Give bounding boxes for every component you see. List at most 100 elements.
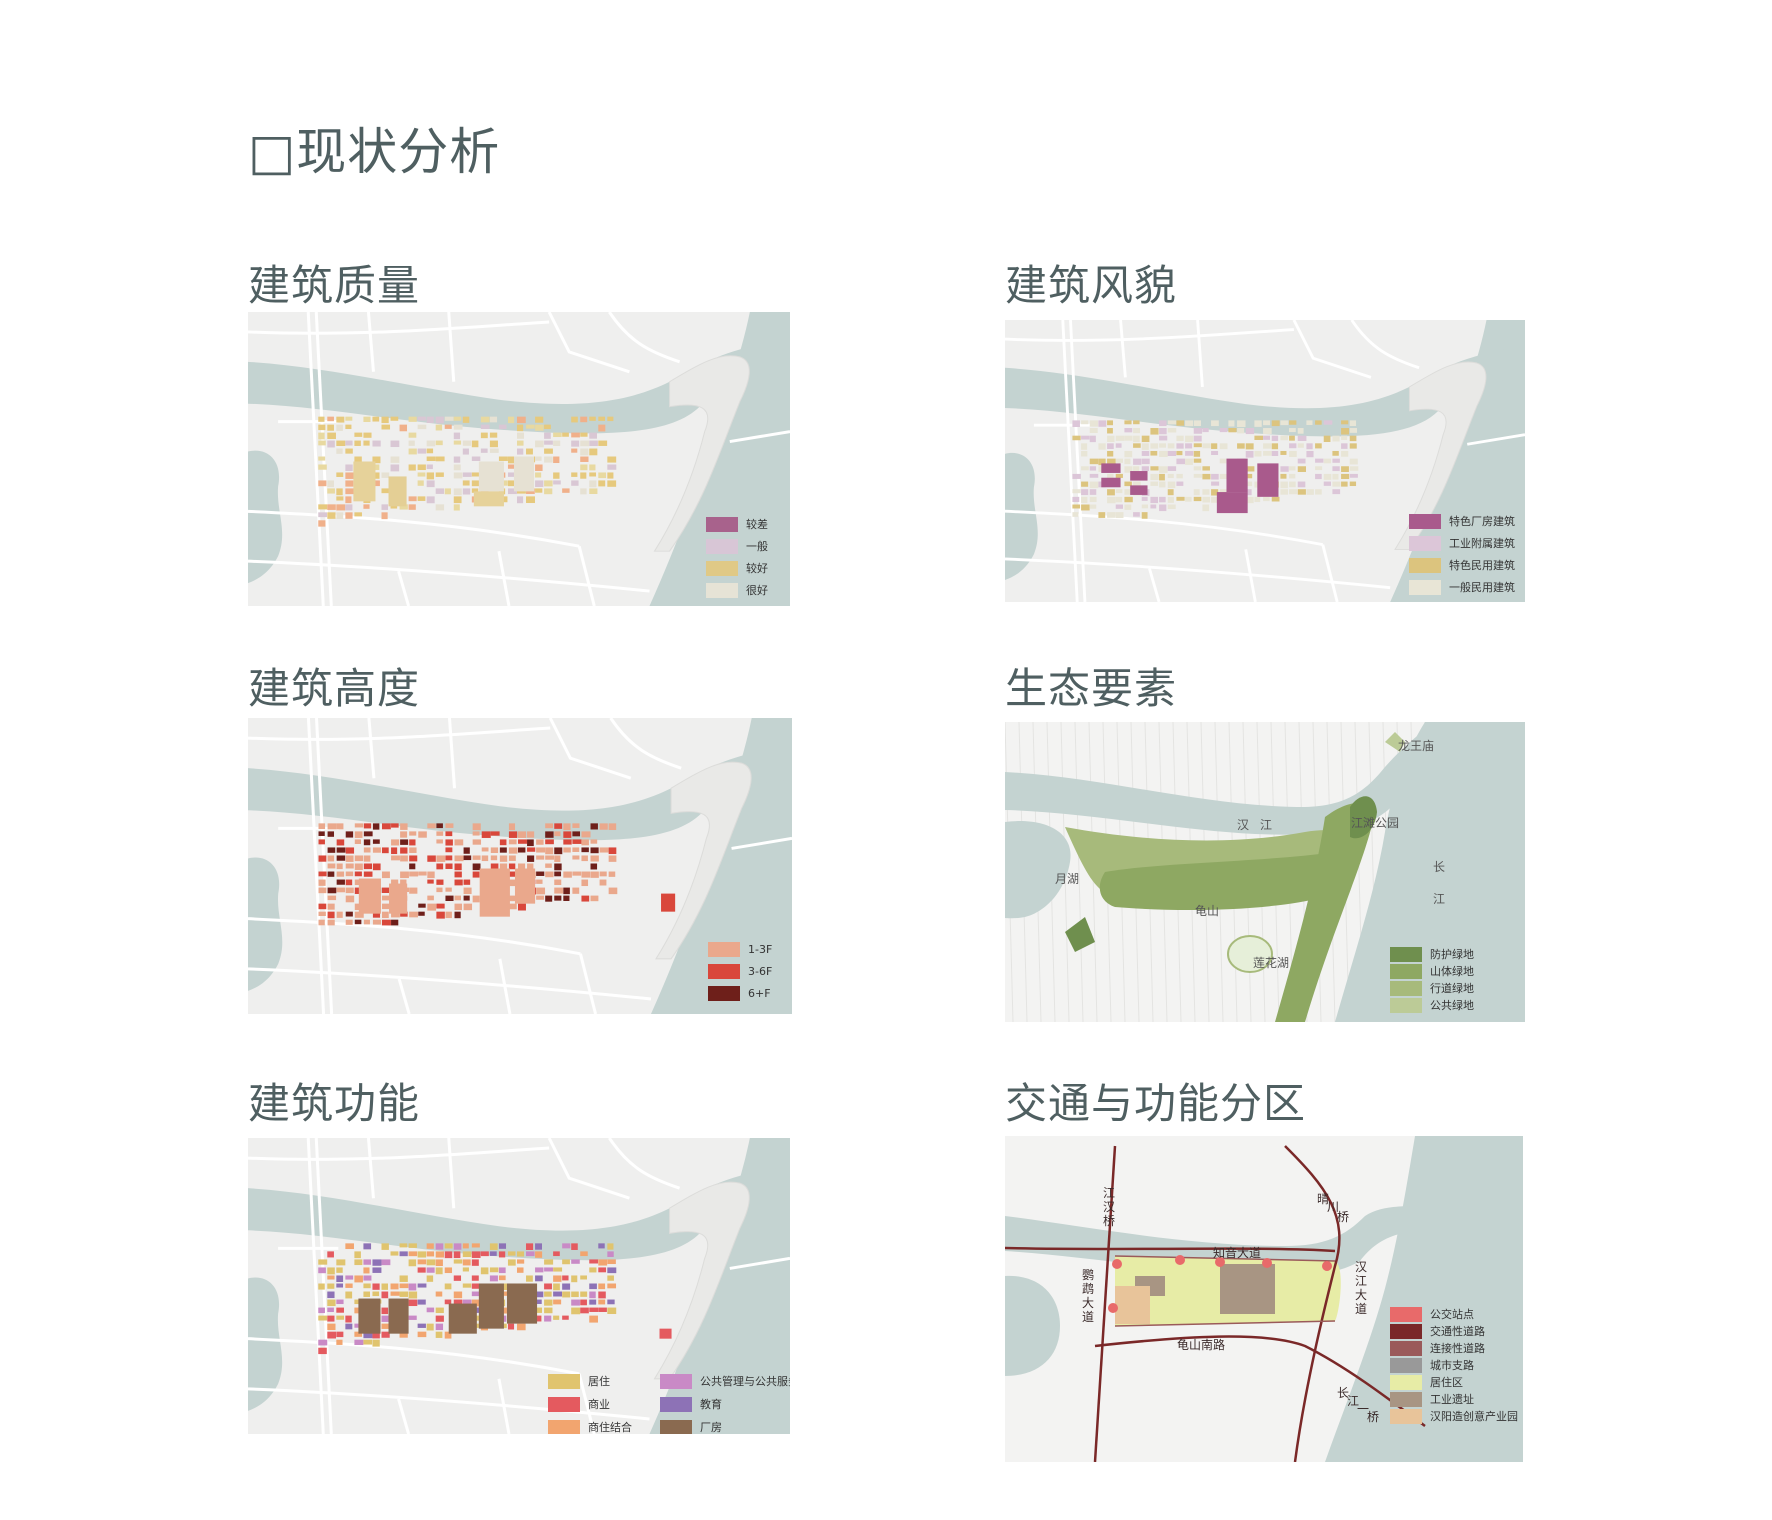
building	[345, 919, 353, 925]
building	[336, 512, 344, 519]
building	[399, 1283, 409, 1289]
building	[372, 911, 381, 918]
building	[400, 855, 408, 862]
building	[480, 416, 490, 423]
building	[607, 1267, 617, 1274]
building	[545, 831, 554, 838]
building	[1072, 473, 1081, 479]
building	[409, 847, 417, 853]
building	[590, 855, 599, 862]
building	[472, 855, 481, 860]
building	[1115, 435, 1125, 441]
building	[409, 863, 416, 870]
building	[436, 887, 443, 893]
traffic-road	[1093, 1145, 1117, 1462]
building	[536, 839, 544, 845]
building	[481, 831, 491, 838]
building	[327, 919, 335, 926]
building	[318, 424, 326, 431]
building	[489, 440, 498, 448]
building	[453, 1291, 463, 1299]
label-hanjiang: 江	[1355, 1274, 1368, 1288]
traffic-map: 江汉桥知音大道鹦鹉大道龟山南路晴川桥长江一桥汉江大道公交站点交通性道路连接性道路…	[1005, 1136, 1523, 1462]
building	[1167, 443, 1175, 449]
building	[453, 432, 461, 440]
building	[498, 1243, 507, 1249]
building	[345, 472, 355, 479]
building	[598, 1259, 608, 1266]
building	[454, 839, 464, 846]
building	[1176, 443, 1184, 449]
legend-item: 公共管理与公共服务	[660, 1373, 790, 1389]
building	[372, 472, 380, 479]
building	[453, 456, 461, 463]
building	[544, 1291, 552, 1297]
building	[572, 823, 580, 828]
building	[590, 863, 598, 870]
building	[463, 887, 472, 895]
building	[345, 488, 355, 495]
building	[1124, 496, 1133, 503]
building	[427, 895, 434, 901]
building	[598, 1267, 607, 1273]
building	[544, 448, 553, 454]
building	[1167, 450, 1177, 456]
building	[1280, 420, 1289, 426]
label-qingchuan: 晴	[1317, 1192, 1330, 1206]
building	[527, 847, 536, 852]
building	[563, 823, 571, 831]
building	[391, 823, 399, 828]
building	[590, 823, 598, 830]
building	[580, 1291, 588, 1297]
building	[1271, 435, 1279, 442]
building	[553, 1283, 560, 1291]
building	[1245, 428, 1255, 435]
building	[598, 416, 606, 421]
building	[318, 871, 327, 877]
building	[536, 895, 544, 900]
road-0	[306, 718, 326, 1014]
building	[517, 903, 526, 911]
legend-swatch	[1390, 1357, 1422, 1373]
building	[489, 416, 498, 423]
building	[345, 464, 353, 472]
building	[381, 1315, 391, 1322]
building	[408, 416, 417, 422]
building	[1193, 458, 1202, 463]
building	[318, 416, 325, 422]
building	[345, 1275, 354, 1280]
road-0	[306, 1138, 325, 1434]
building	[426, 1259, 436, 1266]
building	[562, 1283, 571, 1290]
building	[400, 847, 408, 854]
building	[1341, 466, 1349, 472]
road-10	[497, 1378, 511, 1434]
peninsula	[653, 355, 750, 552]
road-9	[397, 570, 411, 606]
legend-label: 城市支路	[1430, 1359, 1474, 1372]
factory-building	[478, 1283, 504, 1329]
road-6	[609, 718, 682, 770]
yangtze-water	[1390, 320, 1525, 602]
building	[1349, 466, 1359, 471]
building	[327, 895, 337, 901]
building	[516, 432, 525, 439]
building	[581, 839, 589, 846]
building	[327, 1315, 335, 1322]
building	[544, 1299, 553, 1306]
legend-swatch	[660, 1373, 692, 1389]
building	[426, 1323, 434, 1331]
building	[481, 847, 489, 852]
building	[1193, 473, 1203, 478]
building	[1141, 443, 1149, 450]
label-zhiyin: 知音大道	[1213, 1246, 1262, 1260]
building-blocks	[318, 823, 618, 926]
building	[1349, 458, 1358, 465]
building	[1228, 420, 1235, 427]
building	[580, 416, 588, 423]
label-hanjiang: 汉	[1355, 1260, 1368, 1274]
building	[345, 1291, 353, 1299]
building	[562, 1275, 569, 1281]
building	[516, 1267, 524, 1273]
building	[571, 1299, 580, 1306]
